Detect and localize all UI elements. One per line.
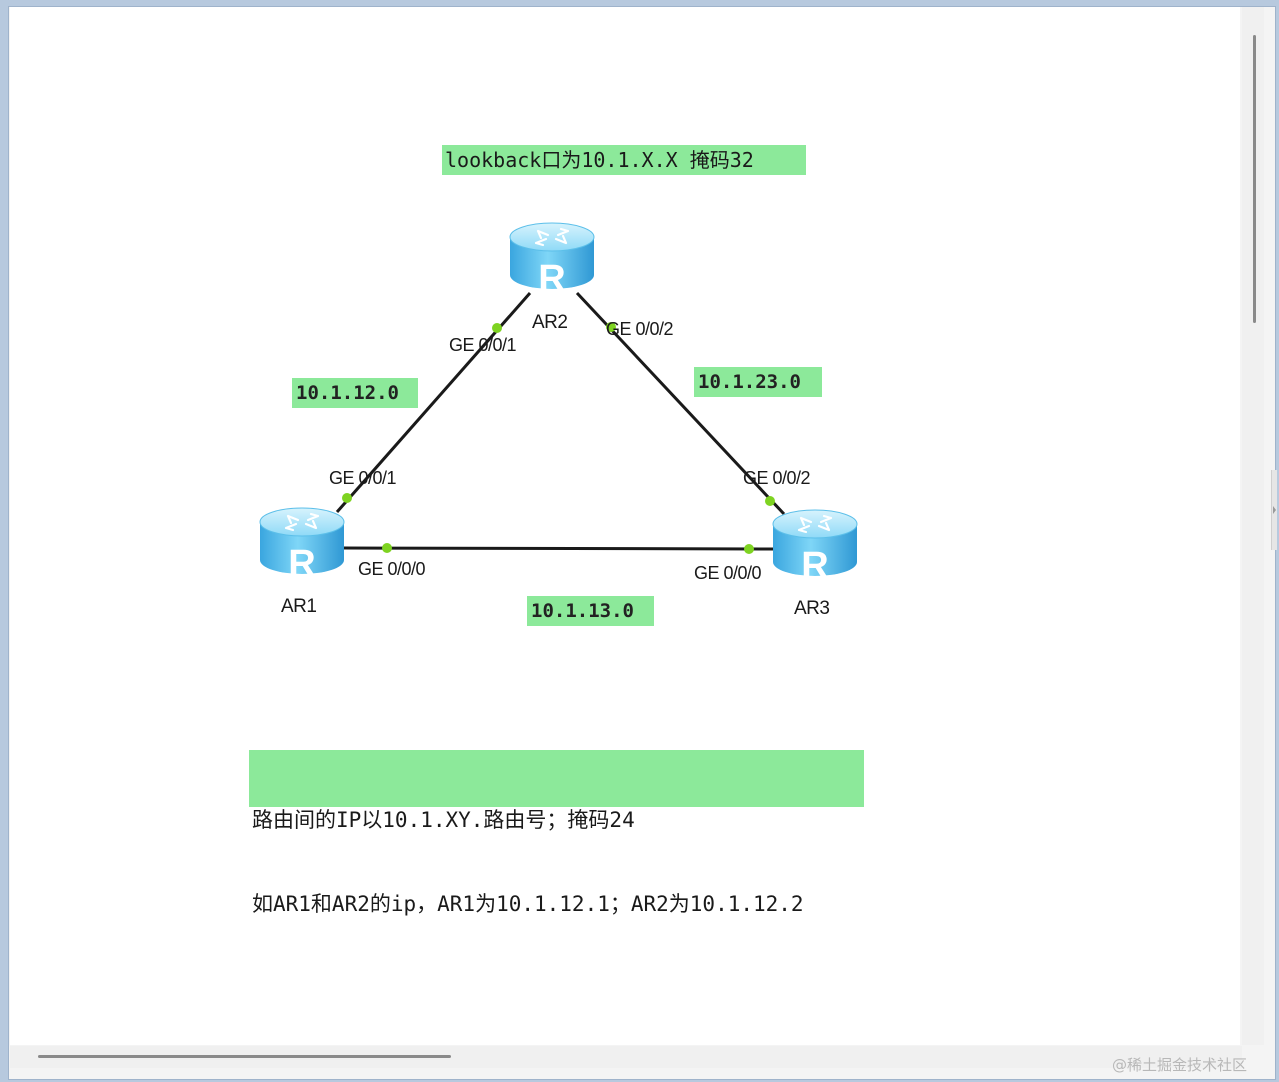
interface-label-ar2-ge001: GE 0/0/1 [449,335,517,355]
side-panel-handle[interactable] [1271,470,1277,550]
vertical-scroll-thumb[interactable] [1253,35,1256,323]
loopback-note[interactable]: lookback口为10.1.X.X 掩码32 [442,145,806,175]
addressing-rule-line-1: 路由间的IP以10.1.XY.路由号；掩码24 [252,808,635,832]
interface-label-ar1-ge001: GE 0/0/1 [329,468,397,488]
router-ar2-letter: R [538,258,565,300]
router-ar3-icon[interactable]: R [771,508,859,587]
port-dot-ar2-ge001 [492,323,502,333]
interface-label-ar3-ge000: GE 0/0/0 [694,563,762,583]
port-dot-ar1-ge000 [382,543,392,553]
port-dot-ar1-ge001 [342,493,352,503]
interface-label-ar2-ge002: GE 0/0/2 [606,319,674,339]
network-label-ar1-ar3[interactable]: 10.1.13.0 [527,596,654,626]
topology-canvas[interactable] [10,7,1240,1045]
router-ar2-label: AR2 [532,312,568,333]
network-label-ar2-ar3[interactable]: 10.1.23.0 [694,367,822,397]
horizontal-scrollbar[interactable] [10,1046,1242,1068]
addressing-rule-note[interactable]: 路由间的IP以10.1.XY.路由号；掩码24 如AR1和AR2的ip，AR1为… [249,750,864,916]
link-ar1-ar3[interactable] [342,546,774,551]
vertical-scrollbar[interactable] [1242,7,1264,1045]
router-ar1-icon[interactable]: R [258,506,346,585]
port-dot-ar3-ge000 [744,544,754,554]
router-ar1-letter: R [288,543,315,585]
network-label-ar1-ar2[interactable]: 10.1.12.0 [292,378,418,408]
addressing-rule-line-2: 如AR1和AR2的ip，AR1为10.1.12.1；AR2为10.1.12.2 [252,892,804,916]
watermark: @稀土掘金技术社区 [1112,1056,1248,1074]
router-ar3-label: AR3 [794,598,830,619]
interface-label-ar1-ge000: GE 0/0/0 [358,559,426,579]
router-ar3-letter: R [801,545,828,587]
interface-label-ar3-ge002: GE 0/0/2 [743,468,811,488]
horizontal-scroll-thumb[interactable] [38,1055,451,1058]
router-ar2-icon[interactable]: R [508,221,596,300]
port-dot-ar2-ge002 [606,322,616,332]
router-ar1-label: AR1 [281,596,317,617]
port-dot-ar3-ge002 [765,496,775,506]
